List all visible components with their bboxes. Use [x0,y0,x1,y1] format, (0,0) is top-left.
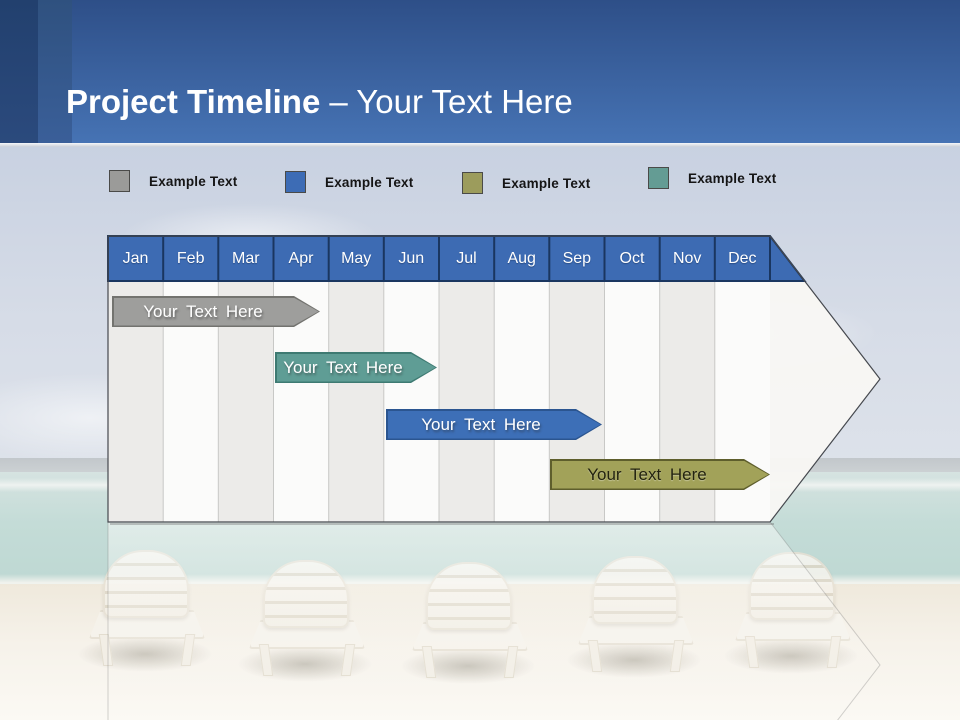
beach-chair [723,552,859,674]
legend-item-3: Example Text [462,172,590,194]
page-title-bold: Project Timeline [66,83,321,120]
month-label-sep: Sep [562,250,592,267]
month-label-oct: Oct [619,250,645,267]
legend-item-4: Example Text [648,167,776,189]
month-label-jul: Jul [456,250,477,267]
title-band [0,0,960,143]
page-title-rest: – Your Text Here [329,83,573,120]
legend-swatch-olive [462,172,483,194]
legend-swatch-gray [109,170,130,192]
task-bar-2-label: Your Text Here [283,357,403,377]
legend-label-4: Example Text [688,170,777,186]
task-bar-1-label: Your Text Here [143,301,263,321]
title-band-underline [0,143,960,147]
task-bar-4: Your Text Here [550,459,770,490]
legend-label-2: Example Text [325,174,414,190]
month-label-nov: Nov [672,250,702,267]
title-band-stripe-medium [38,0,72,143]
beach-chair [566,556,702,678]
legend-item-1: Example Text [109,170,237,192]
cloud [0,373,240,463]
legend-label-3: Example Text [502,175,591,191]
month-label-may: May [341,250,372,267]
month-label-feb: Feb [176,250,205,267]
task-bar-3-label: Your Text Here [421,414,541,434]
month-label-jun: Jun [398,250,425,267]
month-label-jan: Jan [122,250,149,267]
legend-swatch-teal [648,167,669,189]
month-label-mar: Mar [232,250,260,267]
month-label-apr: Apr [288,250,314,267]
month-label-dec: Dec [728,250,757,267]
task-bar-2: Your Text Here [275,352,437,383]
title-band-stripe-dark [0,0,38,143]
legend-swatch-blue [285,171,306,193]
surf-line [0,478,960,492]
page-title: Project Timeline– Your Text Here [66,80,573,124]
cloud [560,293,880,373]
month-label-aug: Aug [507,250,536,267]
beach-chair [237,560,373,682]
legend-label-1: Example Text [149,173,238,189]
beach-chair [77,550,213,672]
beach-chair [400,562,536,684]
legend-item-2: Example Text [285,171,413,193]
task-bar-3: Your Text Here [386,409,602,440]
task-bar-4-label: Your Text Here [587,464,707,484]
task-bar-1: Your Text Here [112,296,320,327]
